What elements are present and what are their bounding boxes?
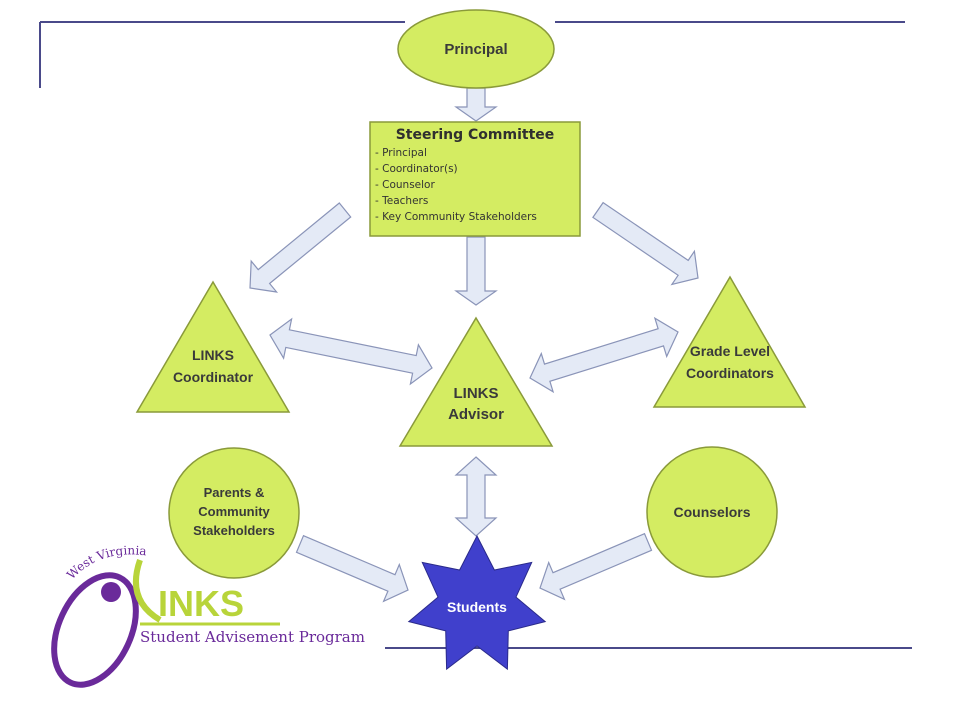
logo-head-icon	[101, 582, 121, 602]
steering-item: - Coordinator(s)	[375, 163, 458, 175]
logo-l-swoosh-icon	[133, 559, 162, 623]
students-node: Students	[407, 534, 547, 671]
steering-item: - Principal	[375, 147, 427, 159]
arrow-parents-to-students	[295, 534, 409, 603]
principal-label: Principal	[444, 41, 507, 58]
parents-label-line3: Stakeholders	[193, 523, 275, 538]
steering-item: - Key Community Stakeholders	[375, 211, 537, 223]
students-star	[407, 534, 547, 671]
links-advisor-label-line1: LINKS	[454, 385, 499, 402]
links-advisor-node: LINKS Advisor	[398, 316, 554, 447]
logo-tagline: Student Advisement Program	[140, 628, 365, 646]
grade-level-label-line2: Coordinators	[686, 365, 774, 381]
grade-level-coordinators-node: Grade Level Coordinators	[652, 275, 807, 408]
links-coordinator-node: LINKS Coordinator	[135, 280, 291, 413]
links-logo: West Virginia INKS Student Advisement Pr…	[51, 543, 365, 688]
arrow-steering-to-grade-level	[592, 201, 699, 286]
links-coordinator-label-line1: LINKS	[192, 347, 234, 363]
arrow-steering-to-advisor	[454, 236, 498, 306]
connector-arrows	[249, 87, 699, 603]
counselors-label: Counselors	[673, 504, 750, 520]
students-label: Students	[447, 599, 507, 615]
steering-item: - Teachers	[375, 195, 428, 207]
links-coordinator-label-line2: Coordinator	[173, 369, 254, 385]
arrow-advisor-grade-level	[529, 316, 679, 394]
parents-label-line1: Parents &	[204, 485, 265, 500]
counselors-node: Counselors	[646, 446, 778, 578]
links-advisor-label-line2: Advisor	[448, 406, 504, 423]
logo-swoosh-icon	[51, 572, 139, 688]
parents-community-node: Parents & Community Stakeholders	[168, 447, 300, 579]
arrow-counselors-to-students	[539, 532, 653, 601]
steering-committee-box: Steering Committee - Principal - Coordin…	[369, 121, 581, 237]
arrow-coordinator-advisor	[269, 317, 433, 386]
principal-node: Principal	[397, 9, 555, 89]
arrow-steering-to-links-coordinator	[249, 202, 352, 293]
steering-item: - Counselor	[375, 179, 435, 191]
steering-committee-title: Steering Committee	[396, 127, 555, 143]
arrow-advisor-students	[454, 456, 498, 537]
grade-level-label-line1: Grade Level	[690, 343, 770, 359]
parents-label-line2: Community	[198, 504, 270, 519]
logo-brand: INKS	[158, 583, 244, 624]
arrow-principal-to-steering	[454, 87, 498, 122]
